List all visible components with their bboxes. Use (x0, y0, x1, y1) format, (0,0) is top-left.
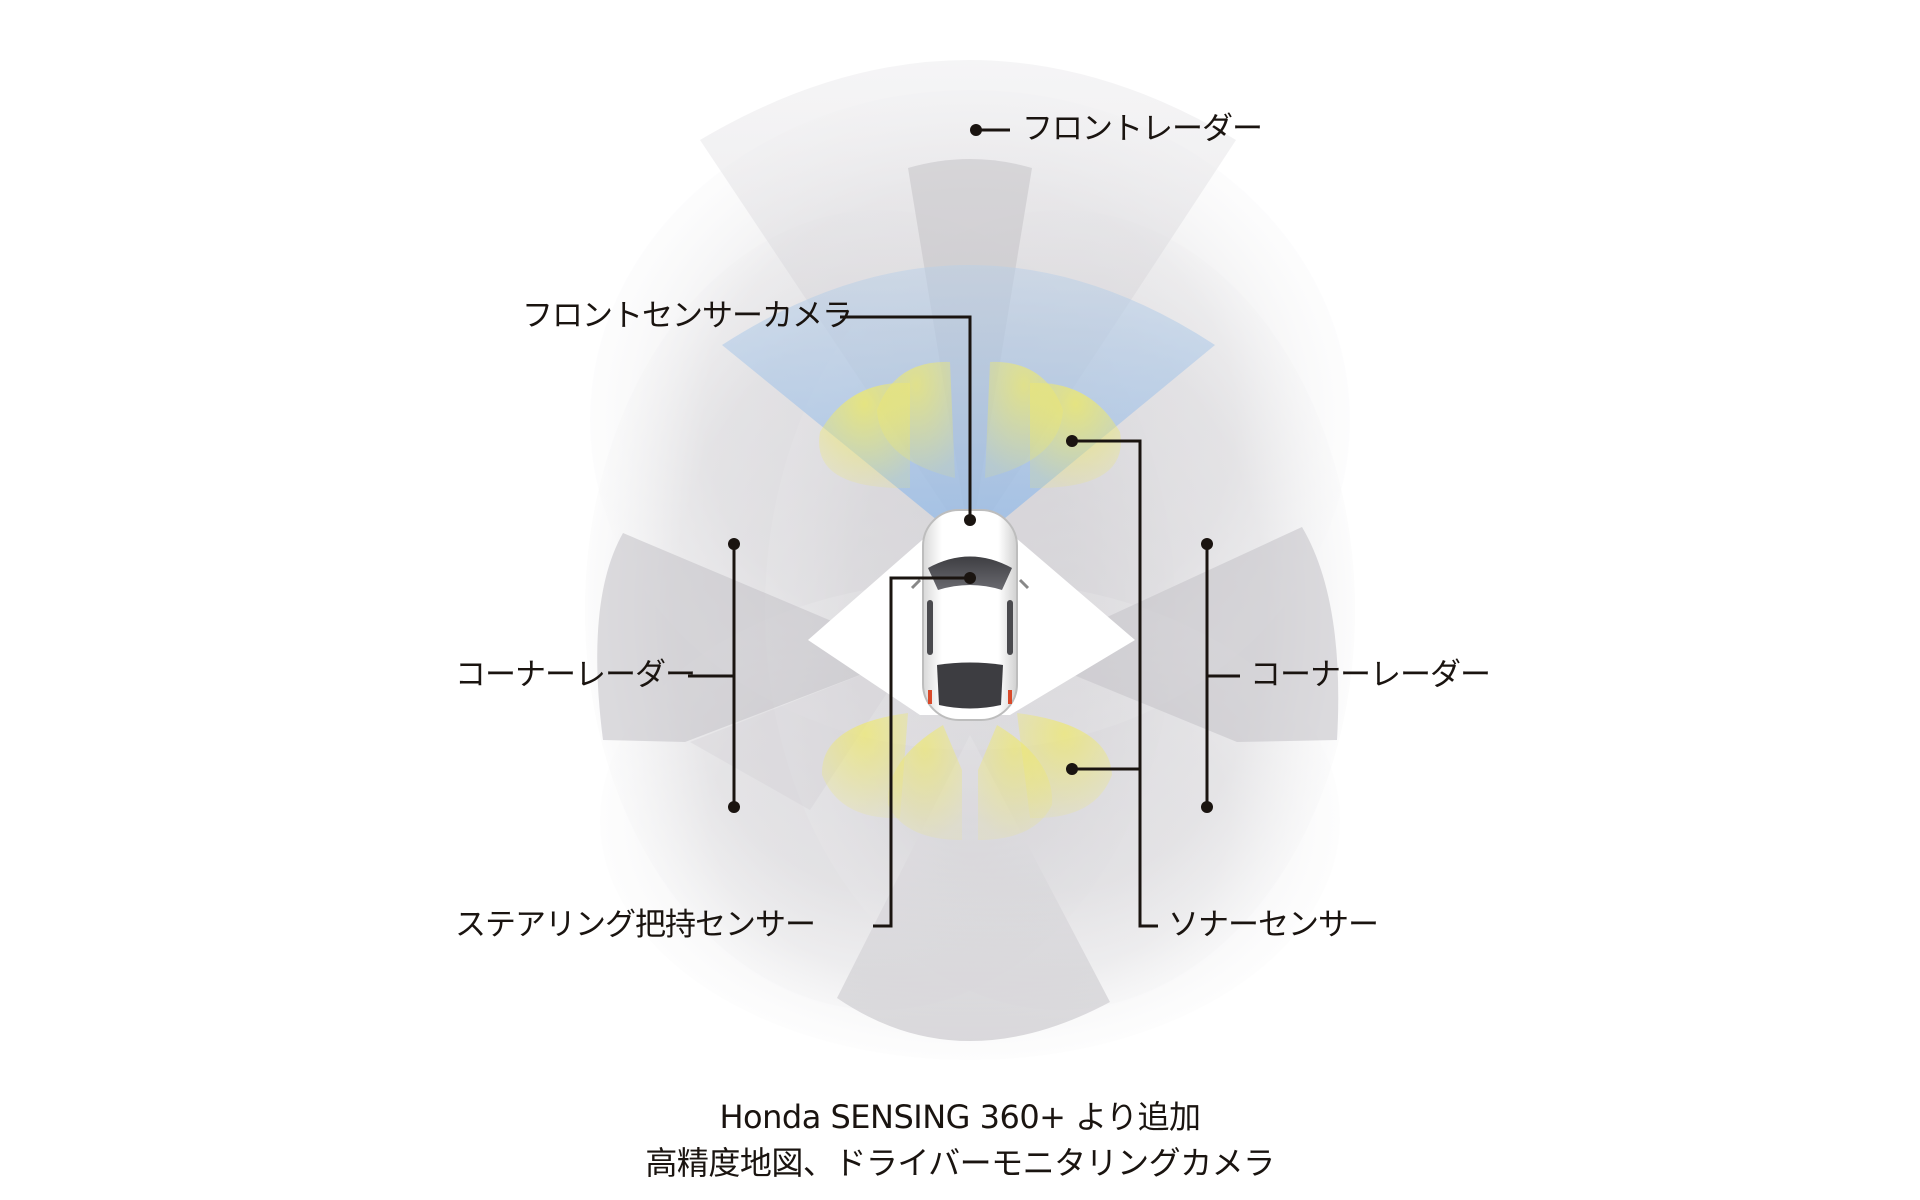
rear-sonar-zones (821, 713, 1112, 840)
label-front-sensor-camera: フロントセンサーカメラ (522, 298, 853, 334)
corner-radar-left-rear-zone (690, 655, 912, 810)
callout-lines (688, 128, 1240, 928)
steering-sensor-callout (873, 576, 970, 928)
vehicle-top-view (910, 509, 1030, 721)
label-steering-grip-sensor: ステアリング把持センサー (455, 907, 816, 943)
label-corner-radar-left: コーナーレーダー (455, 657, 696, 693)
corner-radar-right-zone (1025, 527, 1339, 742)
label-corner-radar-right: コーナーレーダー (1250, 657, 1491, 693)
rear-radar-zone (837, 735, 1110, 1042)
corner-radar-left-zone (597, 533, 912, 742)
label-front-radar: フロントレーダー (1022, 111, 1263, 147)
caption-line-1: Honda SENSING 360+ より追加 (719, 1098, 1201, 1136)
callout-dots (728, 124, 1213, 813)
front-camera-callout (840, 315, 972, 520)
front-sonar-zones (819, 361, 1121, 489)
sonar-callout-upper (1072, 439, 1158, 928)
caption-line-2: 高精度地図、ドライバーモニタリングカメラ (645, 1144, 1275, 1182)
label-sonar-sensor: ソナーセンサー (1168, 907, 1379, 943)
